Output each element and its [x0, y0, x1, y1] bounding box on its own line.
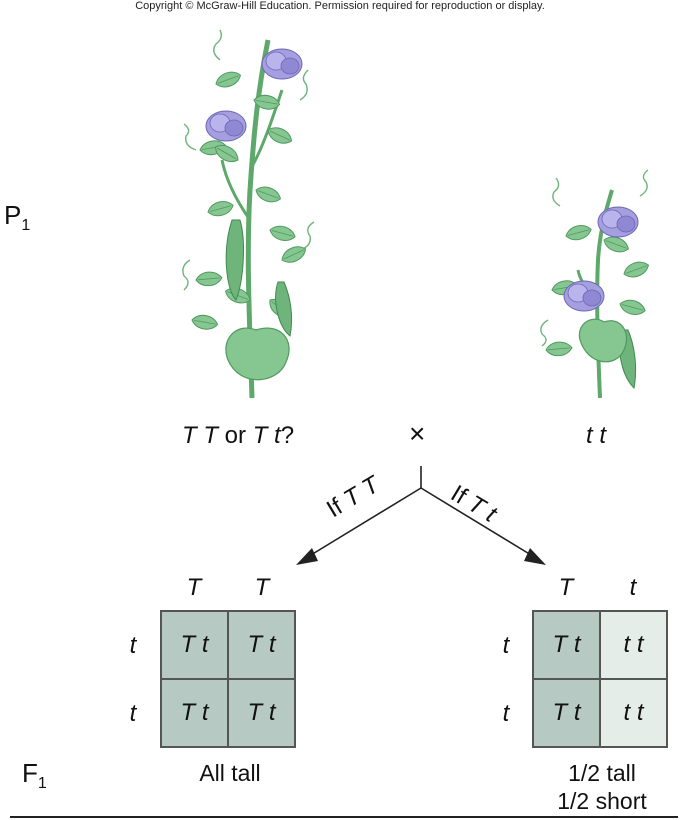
punnett-cell: T t [228, 679, 295, 747]
punnett-cell: t t [600, 611, 667, 679]
copyright-notice: Copyright © McGraw-Hill Education. Permi… [135, 0, 545, 12]
punnett-cell: T t [161, 611, 228, 679]
short-parent-genotype: t t [586, 422, 607, 449]
f1-label: F1 [22, 758, 47, 792]
p1-subscript: 1 [21, 217, 31, 234]
punnett-cell: T t [161, 679, 228, 747]
punnett-square-right: T t t t T t t t [532, 610, 668, 748]
punnett-cell: t t [600, 679, 667, 747]
question-mark: ? [280, 422, 295, 449]
bottom-rule [10, 816, 678, 818]
left-col-header: T [186, 574, 202, 601]
right-result-short: 1/2 short [557, 788, 647, 814]
left-col-header: T [254, 574, 270, 601]
left-row-header: t [129, 700, 137, 727]
left-result: All tall [199, 760, 261, 786]
genotype-TT: T T [182, 422, 218, 449]
right-row-header: t [502, 632, 510, 659]
genotype-Tt: T t [252, 422, 281, 449]
left-row-header: t [129, 632, 137, 659]
right-result-tall: 1/2 tall [568, 760, 636, 786]
or-text: or [218, 422, 253, 449]
punnett-cell: T t [533, 611, 600, 679]
short-plant-illustration [540, 169, 652, 399]
cross-symbol: × [409, 418, 426, 449]
p1-label: P1 [4, 200, 31, 234]
diagram-graphics [182, 29, 652, 565]
tall-parent-genotype: T T or T t? [182, 422, 294, 450]
tall-plant-illustration [182, 29, 315, 399]
right-col-header: t [629, 574, 637, 601]
f1-letter: F [22, 758, 38, 788]
punnett-cell: T t [533, 679, 600, 747]
right-col-header: T [558, 574, 574, 601]
punnett-square-left: T t T t T t T t [160, 610, 296, 748]
left-arrowhead [296, 548, 318, 565]
cross-arrows [296, 466, 546, 565]
punnett-cell: T t [228, 611, 295, 679]
right-row-header: t [502, 700, 510, 727]
p1-letter: P [4, 200, 22, 230]
right-arrowhead [524, 548, 546, 565]
f1-subscript: 1 [37, 775, 47, 792]
